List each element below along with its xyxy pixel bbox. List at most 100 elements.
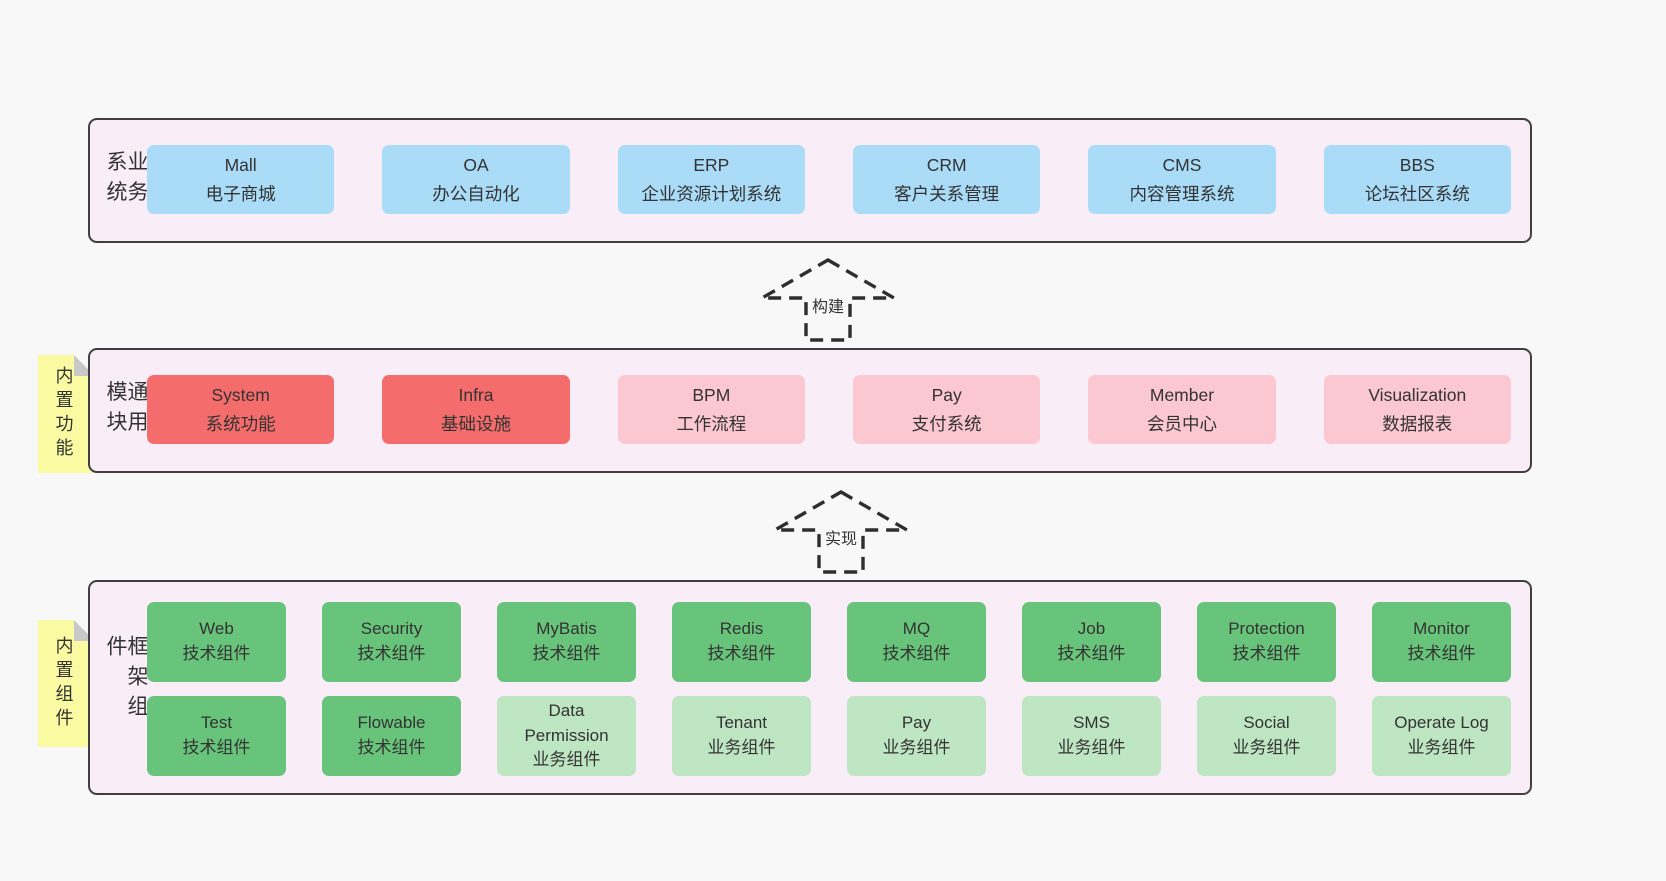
build-arrow-label: 构建 [808, 291, 848, 319]
box-mall: Mall 电子商城 [147, 145, 335, 214]
box-subtitle: 企业资源计划系统 [641, 183, 782, 204]
box-sms: SMS 业务组件 [1022, 696, 1161, 776]
box-mybatis: MyBatis 技术组件 [497, 602, 636, 682]
box-title: Infra [458, 385, 494, 406]
box-title: Monitor [1413, 619, 1470, 639]
box-title: SMS [1073, 713, 1110, 733]
box-web: Web 技术组件 [147, 602, 286, 682]
box-title: Member [1149, 385, 1215, 406]
box-subtitle: 支付系统 [911, 413, 982, 434]
component-rows: Web 技术组件 Security 技术组件 MyBatis 技术组件 Redi… [147, 602, 1511, 776]
box-title: Data Permission [524, 701, 609, 745]
box-subtitle: 系统功能 [205, 413, 276, 434]
box-subtitle: 客户关系管理 [894, 183, 1000, 204]
box-pay-component: Pay 业务组件 [847, 696, 986, 776]
box-erp: ERP 企业资源计划系统 [617, 145, 805, 214]
box-subtitle: 技术组件 [1407, 644, 1476, 663]
builtin-features-tag-label: 内置功能 [53, 366, 74, 462]
box-subtitle: 技术组件 [182, 644, 251, 663]
box-subtitle: 技术组件 [707, 644, 776, 663]
box-monitor: Monitor 技术组件 [1372, 602, 1511, 682]
box-subtitle: 技术组件 [357, 644, 426, 663]
box-title: Web [199, 619, 234, 639]
box-title: MQ [902, 619, 931, 639]
box-social: Social 业务组件 [1197, 696, 1336, 776]
box-title: Visualization [1368, 385, 1467, 406]
box-subtitle: 业务组件 [1232, 738, 1301, 757]
box-title: Social [1243, 713, 1290, 733]
builtin-features-tag: 内置功能 [38, 355, 95, 473]
box-data-permission: Data Permission 业务组件 [497, 696, 636, 776]
box-member: Member 会员中心 [1088, 375, 1276, 444]
box-subtitle: 业务组件 [1407, 738, 1476, 757]
box-subtitle: 技术组件 [357, 738, 426, 757]
box-subtitle: 论坛社区系统 [1364, 183, 1470, 204]
box-security: Security 技术组件 [322, 602, 461, 682]
box-pay-module: Pay 支付系统 [852, 375, 1041, 444]
box-test: Test 技术组件 [147, 696, 286, 776]
box-title: Pay [901, 713, 932, 733]
box-title: BPM [692, 385, 731, 406]
box-subtitle: 技术组件 [182, 738, 251, 757]
implement-arrow: 实现 [768, 489, 914, 575]
module-boxes: System 系统功能 Infra 基础设施 BPM 工作流程 Pay 支付系统… [147, 375, 1511, 444]
panel-framework-components: 框架组件 Web 技术组件 Security 技术组件 MyBatis 技术组件… [88, 580, 1532, 795]
box-infra: Infra 基础设施 [382, 375, 570, 444]
box-title: Security [360, 619, 423, 639]
component-row-2: Test 技术组件 Flowable 技术组件 Data Permission … [147, 696, 1511, 776]
box-title: ERP [693, 155, 730, 176]
box-bbs: BBS 论坛社区系统 [1323, 145, 1511, 214]
box-redis: Redis 技术组件 [672, 602, 811, 682]
box-cms: CMS 内容管理系统 [1088, 145, 1276, 214]
box-subtitle: 业务组件 [707, 738, 776, 757]
panel-business-systems: 业务系统 Mall 电子商城 OA 办公自动化 ERP 企业资源计划系统 CRM… [88, 118, 1532, 243]
box-tenant: Tenant 业务组件 [672, 696, 811, 776]
box-subtitle: 基础设施 [440, 413, 511, 434]
panel-common-modules: 通用模块 System 系统功能 Infra 基础设施 BPM 工作流程 Pay… [88, 348, 1532, 473]
box-subtitle: 业务组件 [1057, 738, 1126, 757]
box-title: MyBatis [536, 619, 597, 639]
components-panel-label: 框架组件 [104, 634, 148, 725]
box-oa: OA 办公自动化 [382, 145, 570, 214]
box-mq: MQ 技术组件 [847, 602, 986, 682]
implement-arrow-label: 实现 [821, 523, 861, 551]
box-protection: Protection 技术组件 [1197, 602, 1336, 682]
builtin-components-tag-label: 内置组件 [53, 635, 74, 732]
modules-panel-label: 通用模块 [104, 380, 148, 441]
box-title: CMS [1162, 155, 1202, 176]
box-title: System [211, 385, 270, 406]
up-arrow-icon [768, 490, 914, 574]
box-title: Protection [1228, 619, 1305, 639]
box-subtitle: 工作流程 [676, 413, 747, 434]
box-bpm: BPM 工作流程 [617, 375, 805, 444]
box-subtitle: 会员中心 [1146, 413, 1217, 434]
box-system: System 系统功能 [147, 375, 335, 444]
box-title: OA [463, 155, 489, 176]
box-subtitle: 内容管理系统 [1129, 183, 1235, 204]
box-subtitle: 技术组件 [1232, 644, 1301, 663]
box-title: Flowable [357, 713, 426, 733]
business-boxes: Mall 电子商城 OA 办公自动化 ERP 企业资源计划系统 CRM 客户关系… [147, 145, 1511, 214]
box-title: Test [200, 713, 233, 733]
box-subtitle: 技术组件 [1057, 644, 1126, 663]
box-crm: CRM 客户关系管理 [852, 145, 1041, 214]
box-title: Redis [719, 619, 764, 639]
box-subtitle: 技术组件 [882, 644, 951, 663]
box-operate-log: Operate Log 业务组件 [1372, 696, 1511, 776]
box-job: Job 技术组件 [1022, 602, 1161, 682]
box-flowable: Flowable 技术组件 [322, 696, 461, 776]
box-title: Job [1077, 619, 1106, 639]
box-subtitle: 数据报表 [1382, 413, 1453, 434]
box-title: BBS [1399, 155, 1435, 176]
box-title: Mall [224, 155, 257, 176]
up-arrow-icon [755, 258, 901, 342]
box-title: Tenant [715, 713, 768, 733]
box-subtitle: 业务组件 [532, 750, 601, 770]
business-panel-label: 业务系统 [104, 150, 148, 211]
builtin-components-tag: 内置组件 [38, 620, 95, 747]
box-subtitle: 技术组件 [532, 644, 601, 663]
component-row-1: Web 技术组件 Security 技术组件 MyBatis 技术组件 Redi… [147, 602, 1511, 682]
box-visualization: Visualization 数据报表 [1323, 375, 1511, 444]
box-title: Pay [931, 385, 962, 406]
